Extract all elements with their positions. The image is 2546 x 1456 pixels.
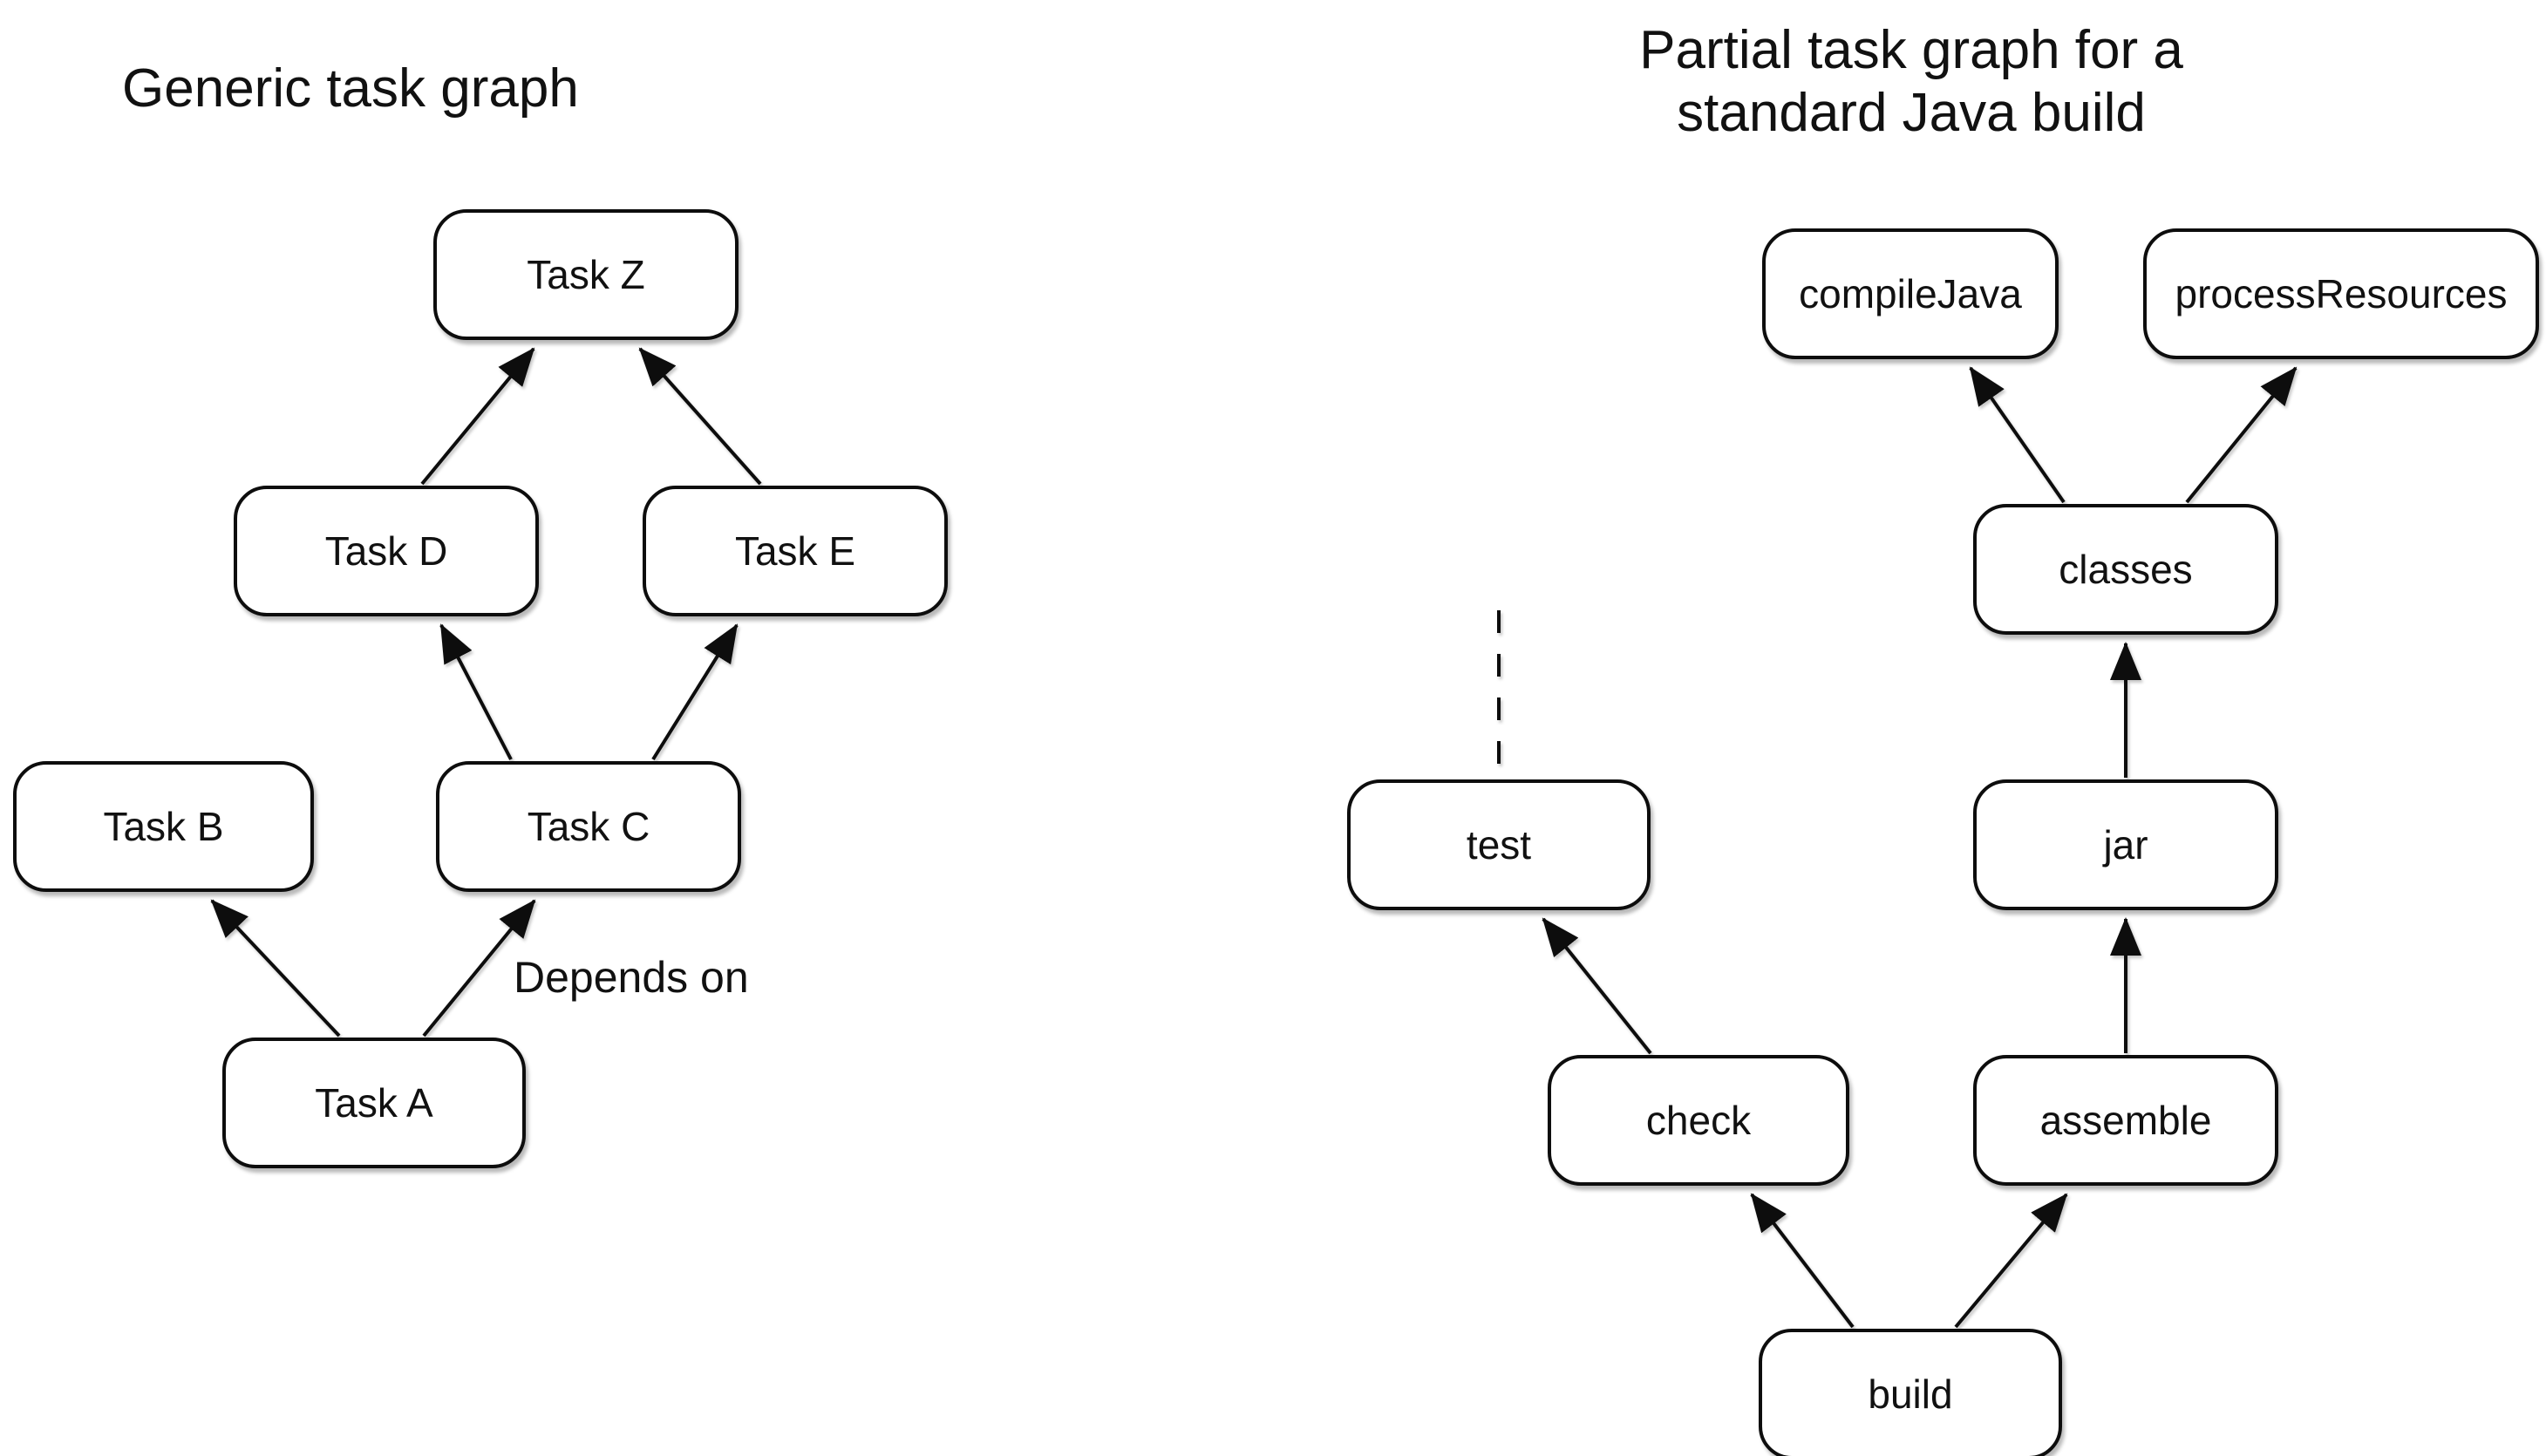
right-graph-title-line2: standard Java build (1677, 83, 2146, 143)
node-task-d: Task D (234, 486, 539, 616)
edge-task-e-to-task-z (638, 347, 762, 486)
node-process-resources: processResources (2143, 228, 2539, 359)
node-task-b: Task B (13, 761, 314, 892)
edge-build-to-assemble (1954, 1193, 2068, 1329)
edge-task-c-to-task-d (439, 623, 513, 760)
right-graph-title-line1: Partial task graph for a (1639, 20, 2183, 80)
node-task-a: Task A (222, 1038, 526, 1168)
edge-label-depends-on: Depends on (514, 953, 749, 1002)
right-graph-title: Partial task graph for a standard Java b… (1526, 19, 2297, 145)
edge-task-c-to-task-e (651, 623, 739, 761)
node-compile-java: compileJava (1762, 228, 2059, 359)
left-graph-title: Generic task graph (122, 58, 579, 119)
node-jar: jar (1973, 779, 2278, 910)
node-task-e: Task E (643, 486, 948, 616)
edge-check-to-test (1542, 917, 1652, 1055)
node-test: test (1347, 779, 1651, 910)
node-task-c: Task C (436, 761, 741, 892)
edge-task-d-to-task-z (420, 347, 535, 486)
node-build: build (1759, 1329, 2062, 1456)
node-check: check (1548, 1055, 1849, 1186)
node-assemble: assemble (1973, 1055, 2278, 1186)
edge-task-a-to-task-b (210, 899, 341, 1038)
edge-build-to-check (1750, 1193, 1855, 1329)
node-classes: classes (1973, 504, 2278, 635)
edge-classes-to-compile-java (1969, 366, 2066, 504)
node-task-z: Task Z (433, 209, 739, 340)
edge-classes-to-process-resources (2185, 366, 2298, 504)
